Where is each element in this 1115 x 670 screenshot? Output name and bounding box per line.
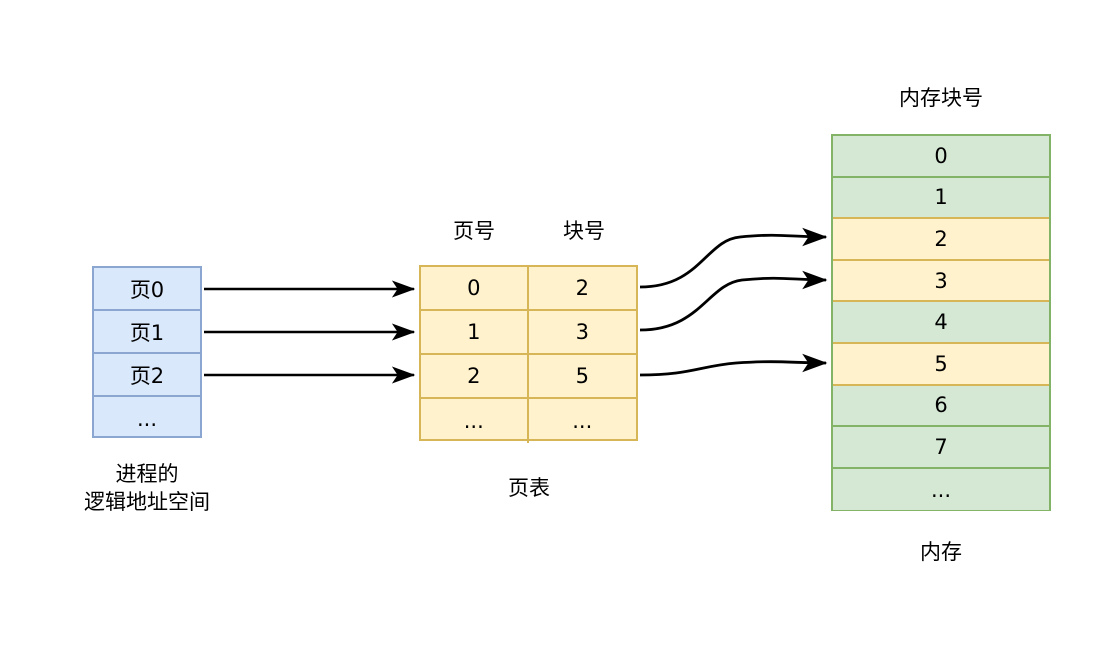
logical-address-space-box: 页0 页1 页2 ...: [92, 266, 202, 438]
page-table-caption: 页表: [508, 476, 550, 500]
memory-block-cell: 1: [833, 177, 1049, 220]
logical-space-caption-line2: 逻辑地址空间: [84, 490, 210, 514]
logical-page-cell: ...: [136, 406, 158, 431]
memory-block-cell: 0: [833, 136, 1049, 178]
page-table-row: 1 3: [421, 311, 636, 355]
logical-page-cell: 页1: [94, 311, 200, 354]
arrow-block2-to-memory: [639, 227, 828, 289]
page-table-box: 0 2 1 3 2 5 ... ...: [419, 265, 638, 443]
logical-space-caption-line1: 进程的: [115, 462, 179, 486]
arrow-block3-to-memory: [639, 270, 828, 332]
page-table-cell-block: 5: [575, 364, 589, 388]
page-table-header-page-no: 页号: [453, 219, 495, 243]
page-table-cell-page: 1: [421, 311, 529, 353]
page-table-cell-page: ...: [421, 399, 529, 443]
memory-box: 0 1 2 3 4 5 6 7 ...: [831, 134, 1051, 511]
page-table-cell-page: 0: [421, 267, 529, 309]
page-table-cell-block: 3: [575, 320, 589, 344]
memory-block-cell: 7: [833, 427, 1049, 469]
memory-block-cell: 4: [833, 302, 1049, 344]
page-table-cell-block: ...: [572, 409, 593, 433]
page-table-cell-page: 2: [421, 355, 529, 397]
page-table-row: 0 2: [421, 267, 636, 311]
logical-page-cell: 页0: [94, 268, 200, 311]
memory-block-cell: ...: [833, 468, 1049, 511]
logical-page-cell: 页2: [94, 354, 200, 397]
page-table-row: 2 5: [421, 355, 636, 399]
memory-block-cell-allocated: 3: [833, 258, 1049, 303]
memory-block-cell-allocated: 2: [833, 217, 1049, 261]
memory-block-cell: 6: [833, 385, 1049, 428]
memory-header-label: 内存块号: [899, 86, 983, 110]
page-table-header-block-no: 块号: [563, 219, 605, 243]
memory-block-cell-allocated: 5: [833, 341, 1049, 386]
page-table-row: ... ...: [421, 399, 636, 443]
memory-caption: 内存: [920, 540, 962, 564]
arrow-block5-to-memory: [639, 353, 828, 377]
page-table-cell-block: 2: [575, 276, 589, 300]
